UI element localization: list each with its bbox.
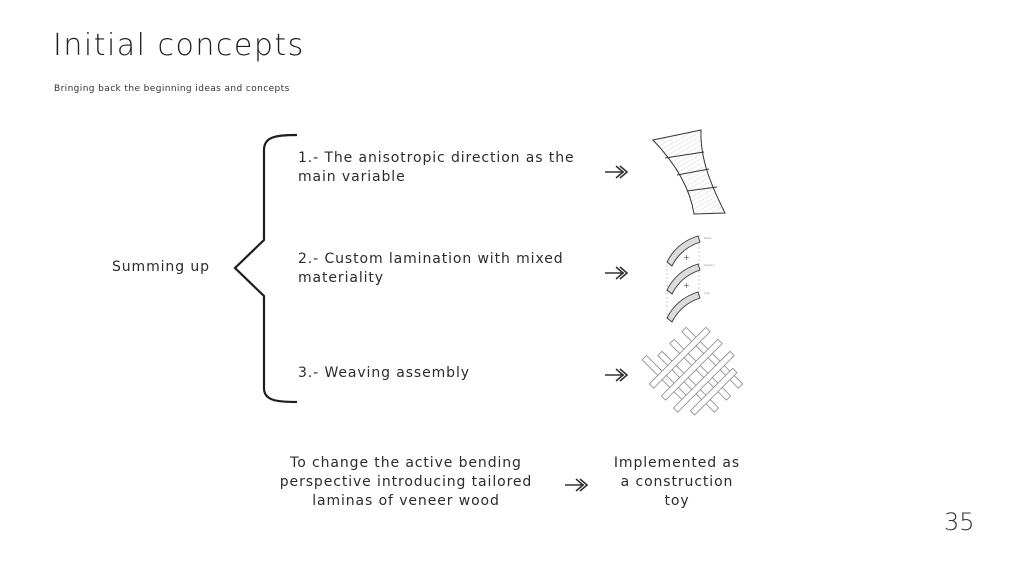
conclusion-line-1: To change the active bending xyxy=(290,455,522,471)
double-arrow-icon xyxy=(565,478,589,492)
concept-item-3-line1: 3.- Weaving assembly xyxy=(298,365,470,381)
svg-text:Separa: Separa xyxy=(704,263,715,267)
svg-text:+: + xyxy=(683,281,690,290)
double-arrow-icon xyxy=(605,368,629,382)
svg-text:+: + xyxy=(683,253,690,262)
svg-text:Cap: Cap xyxy=(704,291,710,295)
concept-item-2-line1: 2.- Custom lamination with mixed xyxy=(298,251,564,267)
concept-item-3: 3.- Weaving assembly xyxy=(298,364,470,383)
svg-text:Base: Base xyxy=(704,236,711,240)
page-title: Initial concepts xyxy=(53,28,305,63)
page-subtitle: Bringing back the beginning ideas and co… xyxy=(54,84,290,94)
summary-label: Summing up xyxy=(112,259,210,275)
lamination-layers-drawing: + + Base Separa Cap xyxy=(666,235,715,323)
conclusion-line-2: perspective introducing tailored xyxy=(279,474,533,490)
page-number: 35 xyxy=(944,508,975,536)
conclusion-statement: To change the active bending perspective… xyxy=(272,454,540,511)
concept-item-2-line2: materiality xyxy=(298,270,384,286)
concept-item-1-line2: main variable xyxy=(298,169,406,185)
double-arrow-icon xyxy=(605,266,629,280)
weaving-grid-drawing xyxy=(641,326,744,416)
conclusion-line-3: laminas of veneer wood xyxy=(312,493,500,509)
concept-item-2: 2.- Custom lamination with mixed materia… xyxy=(298,250,564,288)
implementation-line-3: toy xyxy=(664,493,690,509)
implementation-statement: Implemented as a construction toy xyxy=(606,454,748,511)
concept-item-1-line1: 1.- The anisotropic direction as the xyxy=(298,150,575,166)
implementation-line-2: a construction xyxy=(620,474,734,490)
concept-item-1: 1.- The anisotropic direction as the mai… xyxy=(298,149,574,187)
implementation-line-1: Implemented as xyxy=(613,455,741,471)
anisotropic-strip-drawing xyxy=(652,129,726,215)
double-arrow-icon xyxy=(605,165,629,179)
